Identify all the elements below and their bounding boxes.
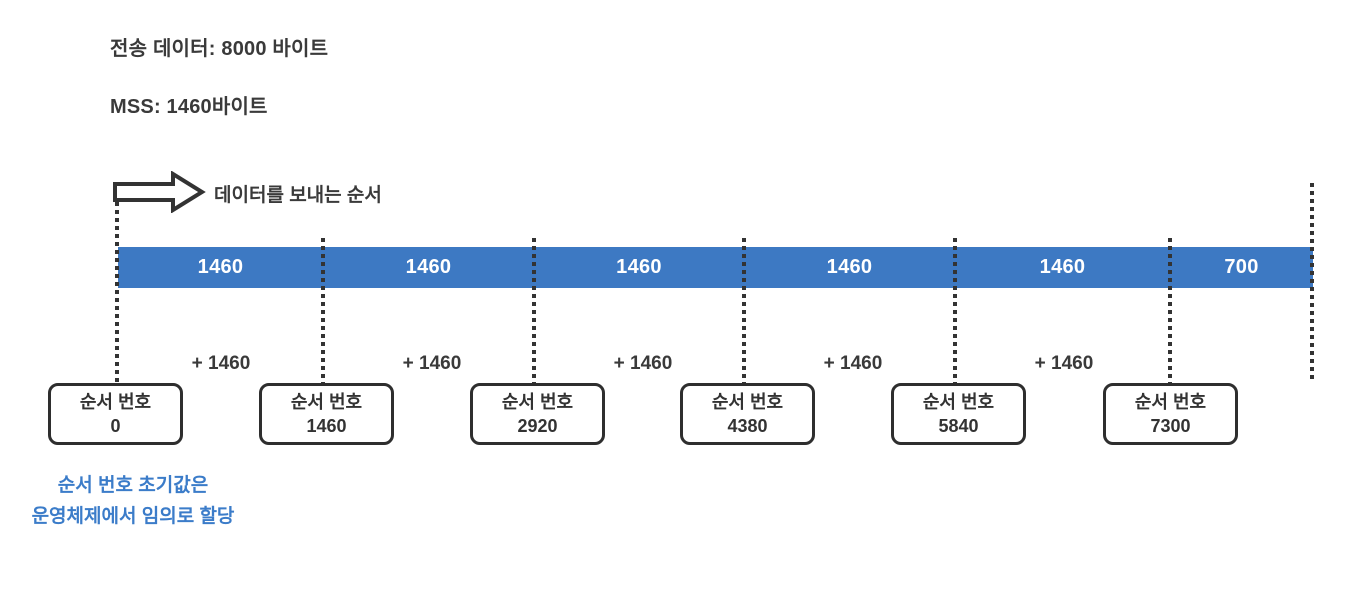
increment-label: + 1460: [191, 353, 251, 374]
note-line-2: 운영체제에서 임의로 할당: [31, 506, 235, 527]
initial-seq-note: 순서 번호 초기값은 운영체제에서 임의로 할당: [0, 470, 266, 532]
seq-box-value: 1460: [306, 416, 347, 436]
seq-box-title: 순서 번호: [290, 391, 363, 412]
sequence-number-box: 순서 번호 5840: [891, 383, 1026, 445]
increment-label: + 1460: [1034, 353, 1094, 374]
byte-segment-bar: 1460 1460 1460 1460 1460 700: [118, 247, 1313, 288]
bar-segment: 1460: [118, 247, 323, 288]
seq-box-title: 순서 번호: [922, 391, 995, 412]
bar-segment: 1460: [744, 247, 955, 288]
seq-box-title: 순서 번호: [79, 391, 152, 412]
bar-segment: 1460: [534, 247, 744, 288]
increment-label: + 1460: [613, 353, 673, 374]
bar-segment: 1460: [955, 247, 1170, 288]
right-arrow-icon: [113, 171, 206, 213]
seq-box-value: 0: [110, 416, 121, 436]
transfer-data-label: 전송 데이터: 8000 바이트: [110, 38, 329, 60]
seq-box-value: 7300: [1150, 416, 1191, 436]
guide-line-boundary-5: [1168, 238, 1172, 383]
seq-box-value: 5840: [938, 416, 979, 436]
seq-box-title: 순서 번호: [1134, 391, 1207, 412]
send-order-label: 데이터를 보내는 순서: [214, 185, 382, 206]
guide-line-boundary-1: [321, 238, 325, 383]
increment-label: + 1460: [823, 353, 883, 374]
seq-box-title: 순서 번호: [711, 391, 784, 412]
guide-line-start: [115, 186, 119, 383]
increment-label: + 1460: [402, 353, 462, 374]
guide-line-boundary-3: [742, 238, 746, 383]
seq-box-title: 순서 번호: [501, 391, 574, 412]
mss-label: MSS: 1460바이트: [110, 96, 268, 118]
note-line-1: 순서 번호 초기값은: [57, 475, 209, 496]
bar-segment: 1460: [323, 247, 534, 288]
guide-line-boundary-2: [532, 238, 536, 383]
guide-line-end: [1310, 183, 1314, 383]
sequence-number-box: 순서 번호 7300: [1103, 383, 1238, 445]
seq-box-value: 2920: [517, 416, 558, 436]
guide-line-boundary-4: [953, 238, 957, 383]
sequence-number-box: 순서 번호 1460: [259, 383, 394, 445]
seq-box-value: 4380: [727, 416, 768, 436]
sequence-number-box: 순서 번호 4380: [680, 383, 815, 445]
sequence-number-box: 순서 번호 0: [48, 383, 183, 445]
sequence-number-box: 순서 번호 2920: [470, 383, 605, 445]
bar-segment: 700: [1170, 247, 1313, 288]
